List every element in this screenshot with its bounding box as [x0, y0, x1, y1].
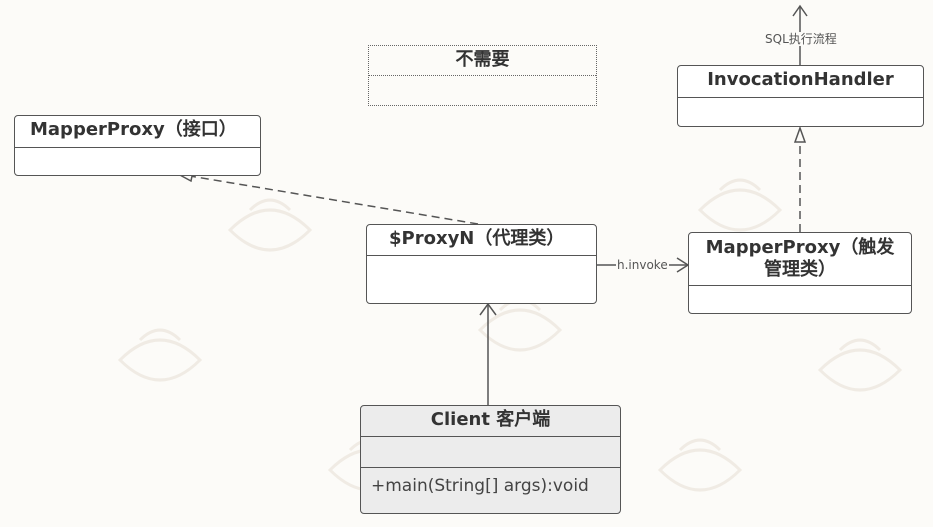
- class-title: InvocationHandler: [678, 66, 923, 98]
- class-title: MapperProxy（接口）: [15, 116, 260, 148]
- class-invocation-handler[interactable]: InvocationHandler: [677, 65, 924, 127]
- class-attributes-section: [369, 76, 596, 105]
- class-attributes-section: [361, 437, 620, 468]
- class-attributes-section: [689, 286, 911, 313]
- class-title: $ProxyN（代理类）: [367, 225, 596, 256]
- class-mapper-proxy-interface[interactable]: MapperProxy（接口）: [14, 115, 261, 176]
- class-methods-section: +main(String[] args):void: [361, 468, 620, 512]
- class-client[interactable]: Client 客户端 +main(String[] args):void: [360, 405, 621, 514]
- class-mapper-proxy-trigger[interactable]: MapperProxy（触发 管理类）: [688, 232, 912, 314]
- open-arrowhead-icon: [479, 302, 497, 316]
- sql-flow-label: SQL执行流程: [764, 32, 838, 46]
- class-title-line: MapperProxy（触发: [705, 237, 895, 258]
- class-title: 不需要: [369, 46, 596, 76]
- class-title: MapperProxy（触发 管理类）: [689, 233, 911, 286]
- invoke-label: h.invoke: [616, 258, 669, 272]
- class-attributes-section: [367, 256, 596, 303]
- hollow-arrowhead-icon: [793, 125, 807, 143]
- class-title: Client 客户端: [361, 406, 620, 437]
- class-attributes-section: [678, 98, 923, 126]
- class-method: +main(String[] args):void: [371, 476, 589, 496]
- class-attributes-section: [15, 148, 260, 175]
- open-arrowhead-icon: [792, 4, 808, 17]
- class-proxy-n[interactable]: $ProxyN（代理类）: [366, 224, 597, 304]
- class-not-needed[interactable]: 不需要: [368, 45, 597, 106]
- class-title-line: 管理类）: [764, 259, 836, 280]
- realization-edge-proxy-to-interface: [183, 174, 479, 225]
